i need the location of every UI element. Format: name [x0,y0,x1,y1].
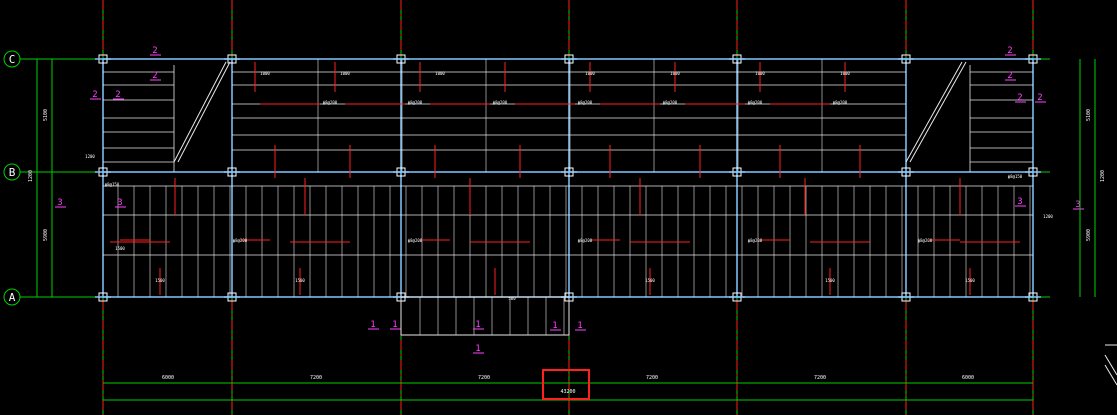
section-mark-12: 1 [370,320,375,330]
slab-mark-20: 1500 [155,278,165,283]
dim-left-2: 1200 [28,170,34,182]
slab-mark-2: ф8@200 [493,100,508,105]
dim-span-4: 7200 [646,375,658,381]
slab-mark-3: ф8@200 [578,100,593,105]
slab-mark-11: ф8@200 [918,238,933,243]
slab-mark-25: ф8@150 [105,182,120,187]
section-mark-7: 2 [1007,71,1012,81]
slab-mark-16: 1000 [670,71,680,76]
slab-mark-10: ф8@200 [748,238,763,243]
slab-mark-18: 1000 [840,71,850,76]
section-mark-11: 3 [1075,200,1080,210]
dim-span-3: 7200 [478,375,490,381]
slab-mark-7: ф8@200 [233,238,248,243]
dim-right-2: 1200 [1100,170,1106,182]
slab-mark-4: ф8@200 [663,100,678,105]
axis-bubble-A: A [3,288,21,306]
section-mark-14: 1 [475,320,480,330]
section-mark-9: 2 [1037,93,1042,103]
section-marks: 2 2 2 2 3 3 2 2 2 2 3 3 1 1 1 1 1 1 [55,46,1084,354]
dim-total: 43200 [560,389,575,395]
dim-span-2: 7200 [310,375,322,381]
axis-bubble-B: B [3,163,21,181]
dim-span-5: 7200 [814,375,826,381]
rebar-marks [110,62,1020,295]
slab-mark-23: 1500 [825,278,835,283]
slab-mark-21: 1500 [295,278,305,283]
slab-mark-28: 1200 [1043,214,1053,219]
slab-mark-24: 1500 [965,278,975,283]
slab-mark-17: 1000 [755,71,765,76]
section-mark-15: 1 [475,344,480,354]
slab-mark-5: ф8@200 [748,100,763,105]
slab-mark-1: ф8@200 [408,100,423,105]
dim-left-3: 5900 [43,229,49,241]
dim-span-1: 6000 [162,375,174,381]
slab-mark-12: 1000 [260,71,270,76]
slab-mark-14: 1000 [435,71,445,76]
slab-mark-0: ф8@200 [323,100,338,105]
dim-left-1: 5100 [43,109,49,121]
right-dimension-line: 5100 1200 5900 [1079,59,1106,297]
highlight-box [542,369,590,400]
slab-mark-29: 1200 [85,154,95,159]
right-edge-symbol [1104,344,1117,386]
dim-right-1: 5100 [1086,109,1092,121]
slab-mark-27: 500 [508,296,516,301]
axis-label-A: A [9,291,16,304]
left-dimension-line: 5100 1200 5900 [28,59,53,297]
section-mark-0: 2 [152,46,157,56]
section-mark-5: 3 [117,198,122,208]
dim-span-6: 6000 [962,375,974,381]
section-mark-10: 3 [1017,197,1022,207]
slab-mark-9: ф8@200 [578,238,593,243]
slab-mark-22: 1500 [645,278,655,283]
axis-label-B: B [9,166,16,179]
section-mark-8: 2 [1017,93,1022,103]
dim-right-3: 5900 [1086,229,1092,241]
axis-label-C: C [9,53,16,66]
stair-right [905,61,967,163]
bottom-dimension-line: 6000 7200 7200 7200 7200 6000 43200 [103,369,1033,401]
slab-annotations: ф8@200 ф8@200 ф8@200 ф8@200 ф8@200 ф8@200 ф8@2… [85,71,1053,301]
axis-bubble-C: C [3,50,21,68]
slab-mark-19: 1500 [115,246,125,251]
section-mark-17: 1 [577,321,582,331]
section-mark-4: 3 [57,198,62,208]
bottom-annex [400,296,570,336]
section-mark-16: 1 [552,321,557,331]
section-mark-6: 2 [1007,46,1012,56]
section-mark-2: 2 [92,90,97,100]
stair-left [173,61,231,163]
slab-mark-15: 1000 [585,71,595,76]
section-mark-1: 2 [152,71,157,81]
slab-mark-6: ф8@200 [833,100,848,105]
slab-mark-8: ф8@200 [408,238,423,243]
column-markers [95,54,1041,302]
slab-mark-26: ф8@150 [1008,174,1023,179]
section-mark-13: 1 [392,320,397,330]
section-mark-3: 2 [115,90,120,100]
slab-mark-13: 1000 [340,71,350,76]
